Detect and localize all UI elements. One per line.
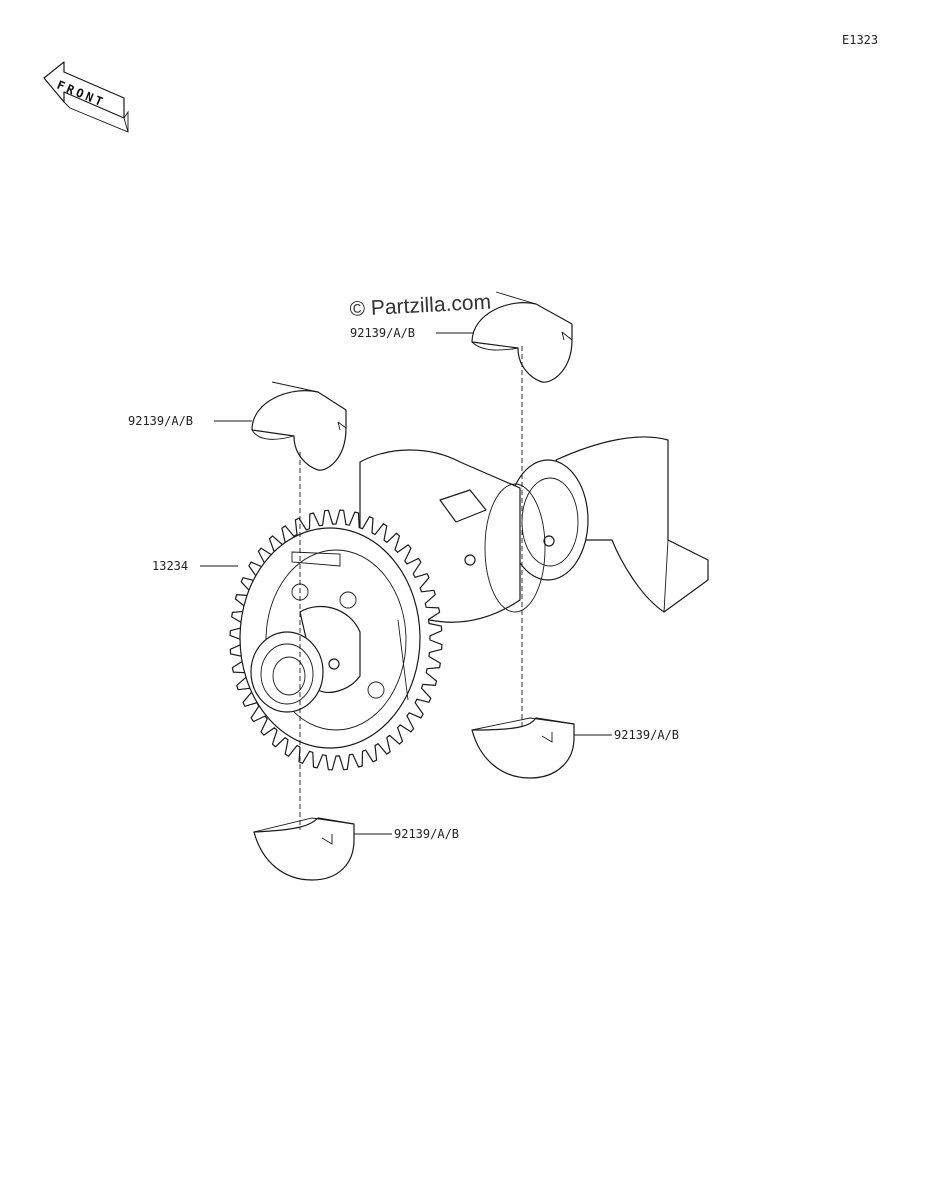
callout-balancer-shaft[interactable]: 13234 <box>152 559 238 573</box>
bearing-shell-top-right <box>471 291 573 383</box>
gear-hub <box>250 605 361 713</box>
callout-label: 92139/A/B <box>614 728 679 742</box>
front-arrow-icon: FRONT <box>43 61 129 133</box>
bearing-shell-top-left <box>251 381 347 471</box>
callout-bearing-bottom-right[interactable]: 92139/A/B <box>574 728 679 742</box>
callout-label: 92139/A/B <box>128 414 193 428</box>
callout-bearing-top-right[interactable]: 92139/A/B <box>350 326 474 340</box>
watermark: © Partzilla.com <box>349 291 492 321</box>
bearing-shell-bottom-left <box>253 817 355 881</box>
bearing-shell-bottom-right <box>471 717 575 779</box>
callout-label: 92139/A/B <box>350 326 415 340</box>
callout-label: 13234 <box>152 559 188 573</box>
callout-label: 92139/A/B <box>394 827 459 841</box>
callout-bearing-top-left[interactable]: 92139/A/B <box>128 414 252 428</box>
callout-bearing-bottom-left[interactable]: 92139/A/B <box>354 827 459 841</box>
diagram-code: E1323 <box>842 33 878 47</box>
